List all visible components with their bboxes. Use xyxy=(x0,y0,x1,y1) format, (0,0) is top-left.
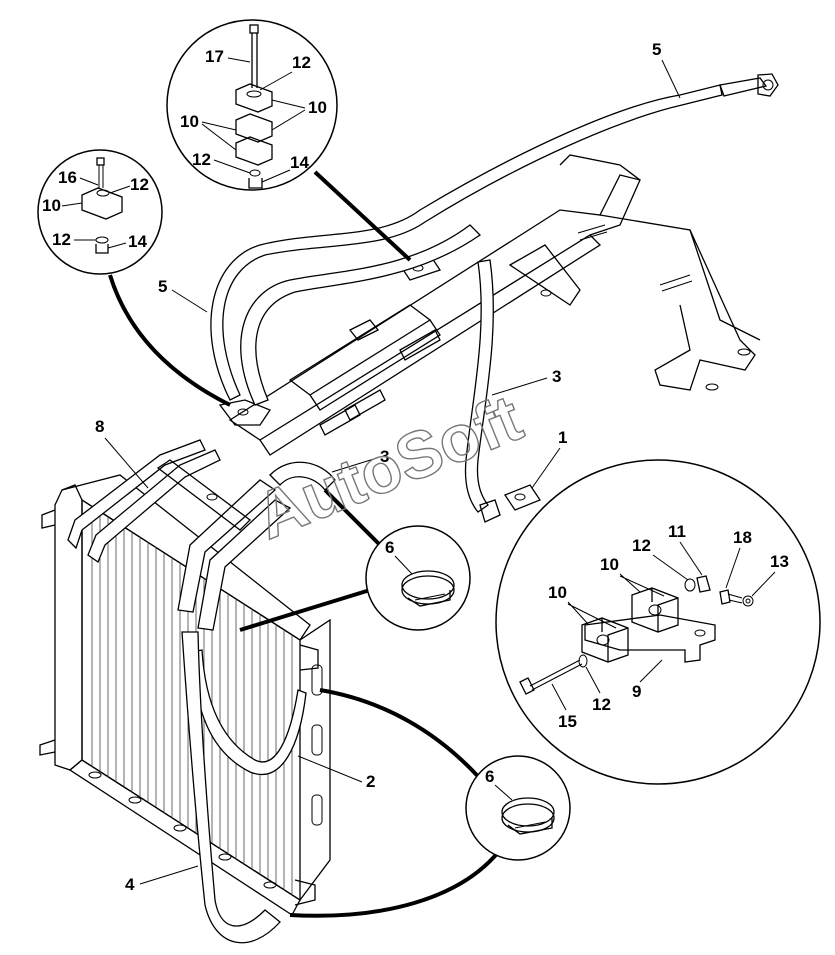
label-10: 10 xyxy=(548,583,567,602)
label-5-left: 5 xyxy=(158,277,167,296)
pipe-set-8 xyxy=(67,439,292,631)
label-8: 8 xyxy=(95,417,104,436)
detail-circle-top-large-labels: 17 12 10 10 12 14 xyxy=(180,47,327,183)
label-14: 14 xyxy=(290,153,309,172)
label-6-lower: 6 xyxy=(485,767,494,786)
label-3-right: 3 xyxy=(552,367,561,386)
label-6-upper: 6 xyxy=(385,538,394,557)
hose-2 xyxy=(191,649,307,775)
label-5-top: 5 xyxy=(652,40,661,59)
label-12: 12 xyxy=(632,536,651,555)
label-10: 10 xyxy=(42,196,61,215)
label-4: 4 xyxy=(125,875,135,894)
hose-4 xyxy=(181,631,281,944)
label-12: 12 xyxy=(292,53,311,72)
detail-circle-clamp-upper: 6 xyxy=(365,525,471,631)
label-10: 10 xyxy=(180,112,199,131)
detail-circle-top-large xyxy=(166,19,338,191)
label-13: 13 xyxy=(770,552,789,571)
detail-circle-clamp-lower: 6 xyxy=(465,755,571,861)
detail-circle-top-small xyxy=(37,149,163,275)
hose-3 xyxy=(269,259,494,513)
label-12: 12 xyxy=(192,150,211,169)
detail-leaders xyxy=(108,170,502,918)
mounting-frame xyxy=(218,154,761,456)
tee-fitting-1 xyxy=(479,484,541,523)
watermark: AutoSoft xyxy=(246,380,532,553)
detail-circle-top-small-labels: 16 12 10 12 14 xyxy=(42,168,149,251)
label-2: 2 xyxy=(366,772,375,791)
detail-circle-bracket xyxy=(495,459,821,785)
hose-5 xyxy=(210,73,779,406)
label-12: 12 xyxy=(52,230,71,249)
label-17: 17 xyxy=(205,47,224,66)
label-10: 10 xyxy=(308,98,327,117)
label-3-center: 3 xyxy=(380,447,389,466)
label-14: 14 xyxy=(128,232,147,251)
label-1: 1 xyxy=(558,428,567,447)
label-15: 15 xyxy=(558,712,577,731)
label-12: 12 xyxy=(592,695,611,714)
detail-circle-bracket-labels: 11 12 10 18 13 10 9 12 15 xyxy=(548,522,789,731)
label-12: 12 xyxy=(130,175,149,194)
label-11: 11 xyxy=(668,522,686,541)
label-16: 16 xyxy=(58,168,77,187)
label-10: 10 xyxy=(600,555,619,574)
main-callouts: 5 5 3 3 1 8 2 4 xyxy=(95,40,681,894)
label-9: 9 xyxy=(632,682,641,701)
label-18: 18 xyxy=(733,528,752,547)
